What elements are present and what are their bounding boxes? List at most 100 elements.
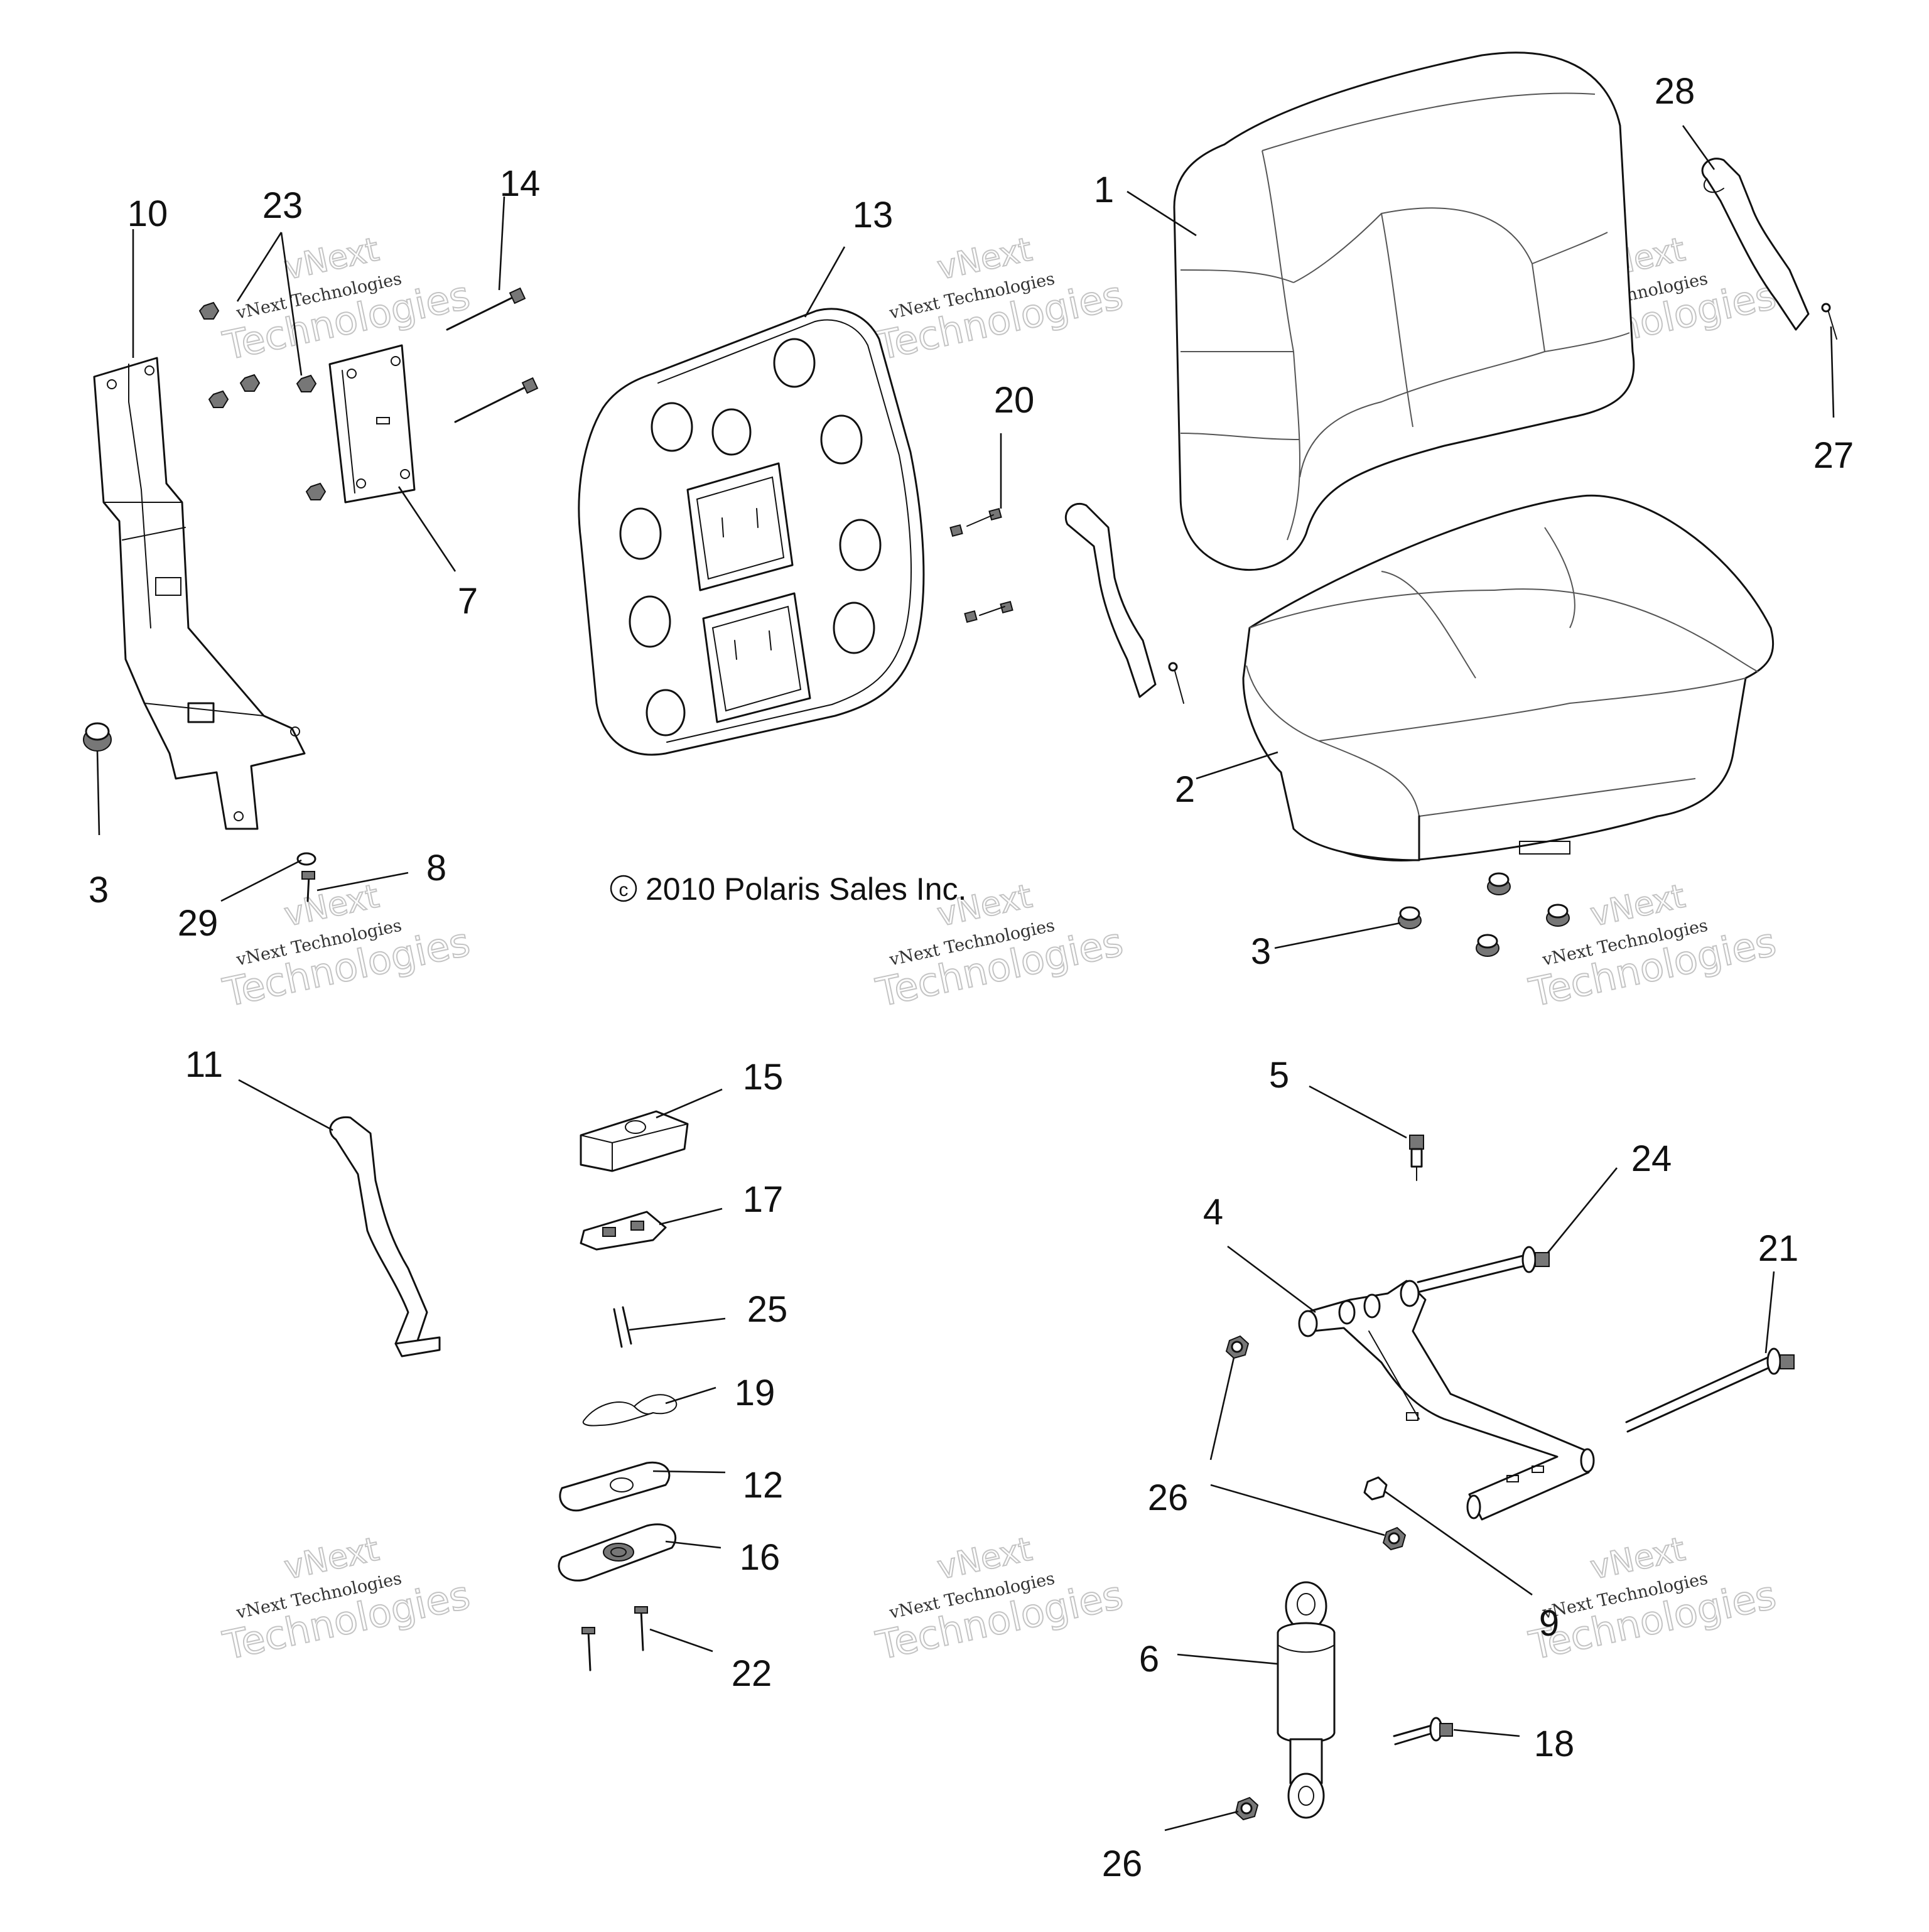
copyright-symbol: c bbox=[619, 880, 629, 900]
callout-16: 16 bbox=[740, 1537, 781, 1578]
callout-26-bottom: 26 bbox=[1102, 1843, 1143, 1884]
callout-25: 25 bbox=[747, 1289, 788, 1330]
callout-18: 18 bbox=[1534, 1724, 1575, 1764]
part-strap-center bbox=[1064, 502, 1184, 704]
part-latch-17 bbox=[580, 1211, 667, 1251]
callout-6: 6 bbox=[1139, 1639, 1159, 1680]
leader-16 bbox=[665, 1540, 721, 1549]
part-pin-27 bbox=[1821, 303, 1837, 340]
copyright-text: 2010 Polaris Sales Inc. bbox=[646, 872, 966, 907]
leader-28 bbox=[1682, 125, 1716, 170]
callout-15: 15 bbox=[743, 1057, 784, 1098]
leader-2 bbox=[1196, 751, 1278, 780]
callout-12: 12 bbox=[743, 1465, 784, 1506]
callout-labels: 1 2 3 3 4 5 6 7 8 9 10 11 12 13 14 15 16… bbox=[89, 71, 1854, 1884]
part-nut-9 bbox=[1363, 1476, 1388, 1501]
watermark-bottom-center: vNext vNext Technologies Technologies bbox=[872, 1530, 1128, 1669]
callout-7: 7 bbox=[458, 581, 478, 622]
callout-13: 13 bbox=[853, 195, 894, 235]
callout-29: 29 bbox=[178, 903, 219, 944]
callout-21: 21 bbox=[1758, 1228, 1799, 1269]
copyright-circle bbox=[610, 875, 637, 902]
part-nuts-23 bbox=[198, 301, 327, 500]
leader-17 bbox=[659, 1207, 723, 1226]
part-fitting-5 bbox=[1409, 1135, 1424, 1181]
part-spring-clip-19 bbox=[582, 1394, 678, 1427]
leader-6 bbox=[1177, 1653, 1278, 1665]
part-bolt-18 bbox=[1393, 1717, 1453, 1746]
leader-26b bbox=[1210, 1484, 1385, 1536]
leader-29 bbox=[220, 859, 302, 902]
leader-8 bbox=[316, 872, 409, 892]
part-plate-7 bbox=[328, 344, 416, 504]
part-bolts-20 bbox=[949, 507, 1013, 623]
part-bumper-left bbox=[83, 722, 112, 752]
callout-26-upper: 26 bbox=[1148, 1477, 1189, 1518]
callout-28: 28 bbox=[1655, 71, 1695, 112]
part-nut-26-lower-mid bbox=[1382, 1526, 1407, 1551]
leader-1 bbox=[1127, 190, 1197, 237]
leader-3-right bbox=[1274, 922, 1401, 949]
leader-25 bbox=[629, 1317, 726, 1331]
part-swing-arm-4 bbox=[1298, 1280, 1595, 1521]
part-strap-28 bbox=[1701, 158, 1810, 331]
callout-24: 24 bbox=[1631, 1138, 1672, 1179]
watermark-bottom-left: vNext vNext Technologies Technologies bbox=[219, 1530, 475, 1669]
callout-3-right: 3 bbox=[1251, 931, 1271, 972]
leader-21 bbox=[1764, 1271, 1775, 1354]
leader-22 bbox=[649, 1628, 713, 1653]
part-seat-bottom bbox=[1242, 494, 1775, 861]
callout-8: 8 bbox=[426, 848, 446, 888]
leader-26c bbox=[1164, 1810, 1239, 1832]
callout-4: 4 bbox=[1203, 1192, 1223, 1233]
watermark-top-center: vNext vNext Technologies Technologies bbox=[872, 230, 1128, 369]
part-bracket-10 bbox=[93, 357, 306, 830]
part-nut-26-bottom bbox=[1235, 1796, 1259, 1821]
leader-3-left bbox=[96, 750, 100, 836]
callout-17: 17 bbox=[743, 1179, 784, 1220]
part-bolt-8 bbox=[301, 871, 315, 902]
callout-22: 22 bbox=[732, 1653, 772, 1694]
leader-7 bbox=[397, 486, 457, 572]
leader-5 bbox=[1309, 1085, 1407, 1139]
part-bumpers-seat bbox=[1398, 872, 1570, 957]
copyright-notice: c 2010 Polaris Sales Inc. bbox=[610, 872, 966, 907]
leader-23a bbox=[236, 232, 283, 302]
part-studs-14 bbox=[446, 287, 539, 423]
part-bracket-16 bbox=[558, 1523, 677, 1582]
part-plate-12 bbox=[559, 1461, 671, 1512]
callout-9: 9 bbox=[1539, 1603, 1559, 1644]
leader-24 bbox=[1547, 1167, 1618, 1253]
part-screws-22 bbox=[581, 1606, 648, 1671]
part-pins-25 bbox=[613, 1306, 632, 1348]
leader-19 bbox=[665, 1386, 716, 1405]
leader-14 bbox=[498, 196, 505, 291]
part-bolt-21 bbox=[1625, 1347, 1795, 1433]
leader-15 bbox=[656, 1088, 723, 1119]
watermark-bottom-right: vNext vNext Technologies Technologies bbox=[1525, 1530, 1781, 1669]
callout-27: 27 bbox=[1813, 435, 1854, 476]
part-block-15 bbox=[580, 1110, 689, 1172]
leader-18 bbox=[1453, 1729, 1520, 1737]
callout-10: 10 bbox=[127, 193, 168, 234]
leader-27 bbox=[1830, 326, 1835, 418]
callout-3-left: 3 bbox=[89, 870, 109, 910]
callout-1: 1 bbox=[1094, 170, 1114, 210]
watermark-middle-right: vNext vNext Technologies Technologies bbox=[1525, 877, 1781, 1016]
part-washer-29 bbox=[296, 852, 316, 866]
part-shock-6 bbox=[1277, 1581, 1336, 1819]
callout-11: 11 bbox=[185, 1044, 223, 1085]
callout-5: 5 bbox=[1269, 1055, 1289, 1096]
leader-26a bbox=[1209, 1357, 1235, 1460]
leader-13 bbox=[804, 246, 846, 318]
callout-19: 19 bbox=[735, 1373, 775, 1413]
part-bolt-24 bbox=[1417, 1246, 1550, 1293]
watermark-top-left: vNext vNext Technologies Technologies bbox=[219, 230, 475, 369]
callout-14: 14 bbox=[500, 163, 541, 204]
leader-9 bbox=[1384, 1490, 1533, 1596]
callout-23: 23 bbox=[262, 185, 303, 226]
leader-lines bbox=[96, 125, 1835, 1832]
part-nut-26-upper bbox=[1225, 1335, 1250, 1359]
